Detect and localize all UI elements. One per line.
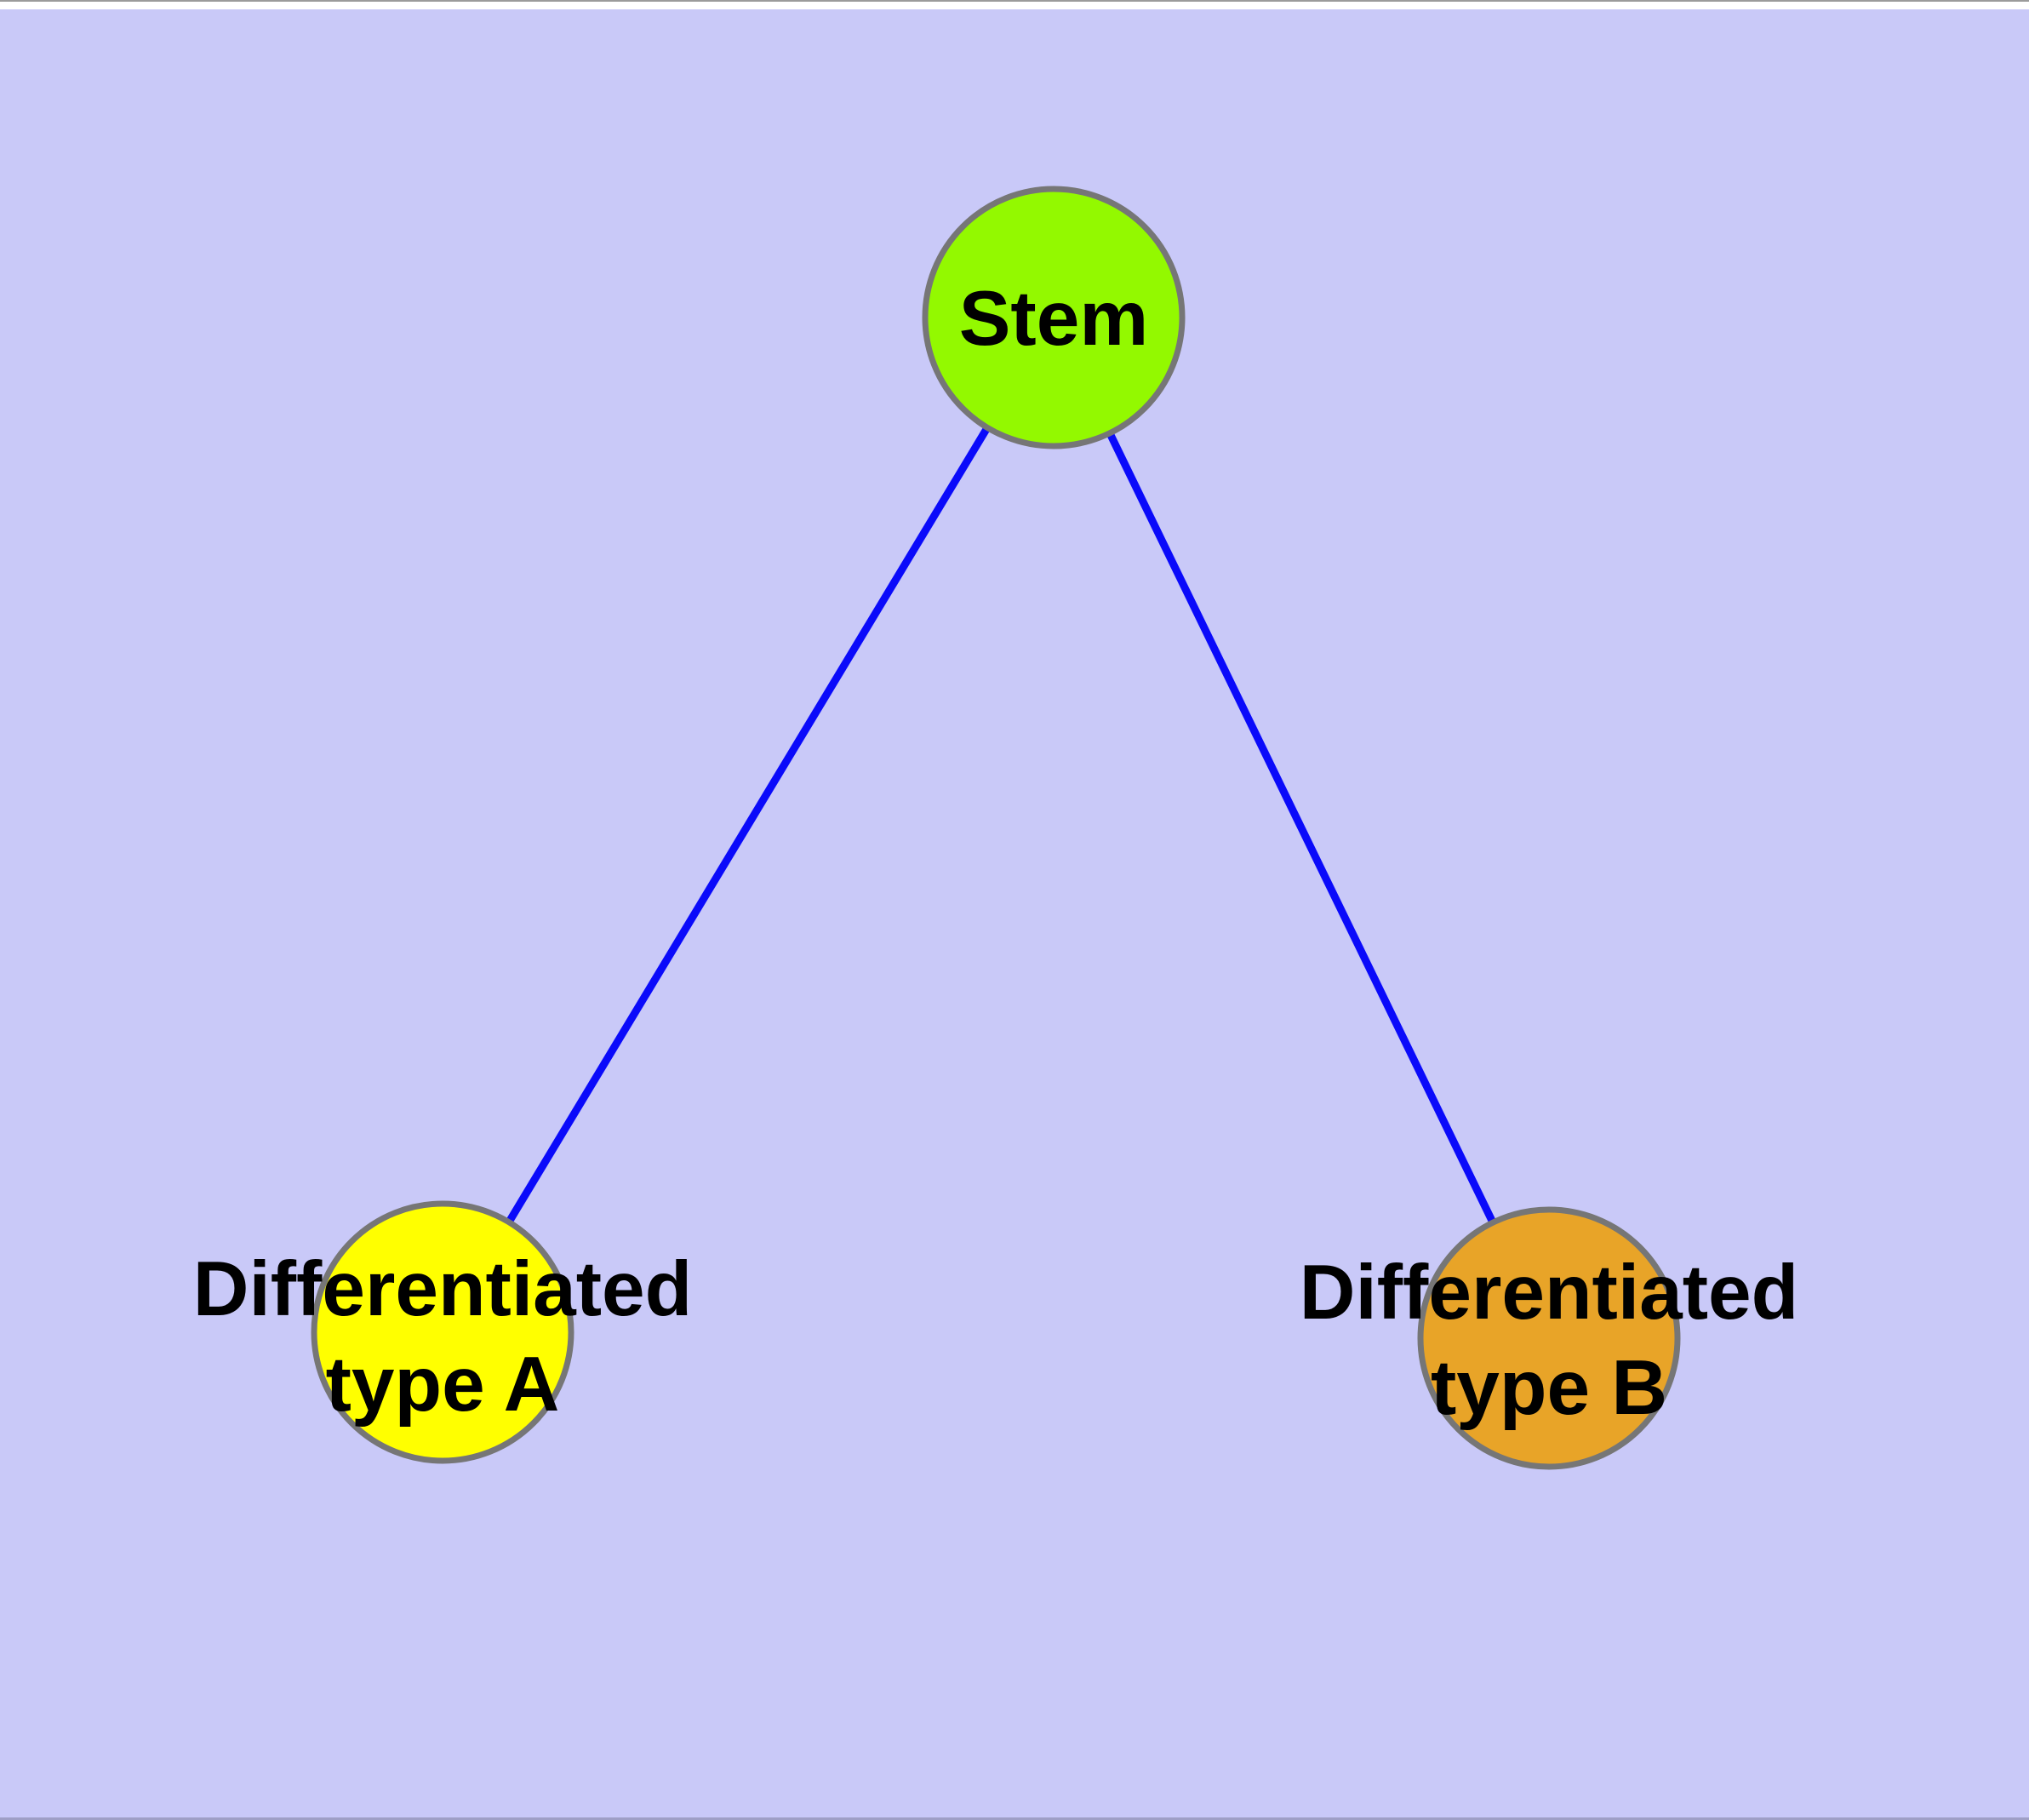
node-stem	[922, 186, 1186, 449]
edge-stem-to-type-b	[1049, 316, 1553, 1340]
node-label-differentiated-type-a: Differentiated type A	[192, 1246, 693, 1428]
node-differentiated-type-b	[1417, 1206, 1681, 1470]
bottom-window-strip	[0, 1817, 2029, 1820]
top-window-strip	[0, 0, 2029, 9]
node-label-stem: Stem	[958, 276, 1149, 362]
edge-stem-to-type-a	[439, 315, 1057, 1335]
node-differentiated-type-a	[311, 1200, 574, 1464]
node-label-differentiated-type-b: Differentiated type B	[1299, 1250, 1799, 1431]
